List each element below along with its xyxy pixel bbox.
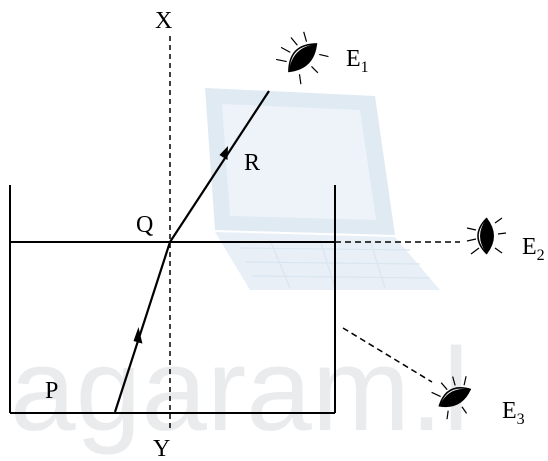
incident-ray bbox=[113, 241, 172, 413]
label-e3: E3 bbox=[502, 398, 525, 428]
label-e2-main: E bbox=[522, 234, 537, 260]
watermark-laptop-keys bbox=[239, 239, 431, 289]
eye-icon bbox=[466, 217, 507, 255]
watermark: agaram.l bbox=[10, 88, 469, 456]
vessel bbox=[9, 185, 336, 414]
refracted-ray-arrow bbox=[219, 146, 228, 160]
refracted-ray bbox=[169, 90, 270, 243]
incident-ray-arrow bbox=[133, 327, 143, 344]
label-e2: E2 bbox=[522, 234, 545, 264]
label-y: Y bbox=[153, 436, 170, 461]
label-e1-sub: 1 bbox=[361, 59, 369, 76]
eye-icon bbox=[431, 376, 472, 420]
label-p: P bbox=[45, 378, 58, 404]
watermark-laptop-screen-inner bbox=[222, 104, 376, 220]
label-e3-sub: 3 bbox=[517, 411, 525, 428]
label-e1-main: E bbox=[346, 46, 361, 72]
label-e1: E1 bbox=[346, 46, 369, 76]
label-r: R bbox=[244, 150, 260, 176]
light-ray bbox=[113, 90, 270, 413]
watermark-text: agaram.l bbox=[10, 324, 469, 456]
label-x: X bbox=[155, 8, 172, 34]
label-q: Q bbox=[136, 212, 153, 238]
eye-icon bbox=[276, 31, 329, 85]
label-e3-main: E bbox=[502, 398, 517, 424]
sight-line-e3 bbox=[342, 327, 433, 383]
label-e2-sub: 2 bbox=[537, 247, 545, 264]
watermark-laptop-keyboard bbox=[215, 232, 440, 290]
